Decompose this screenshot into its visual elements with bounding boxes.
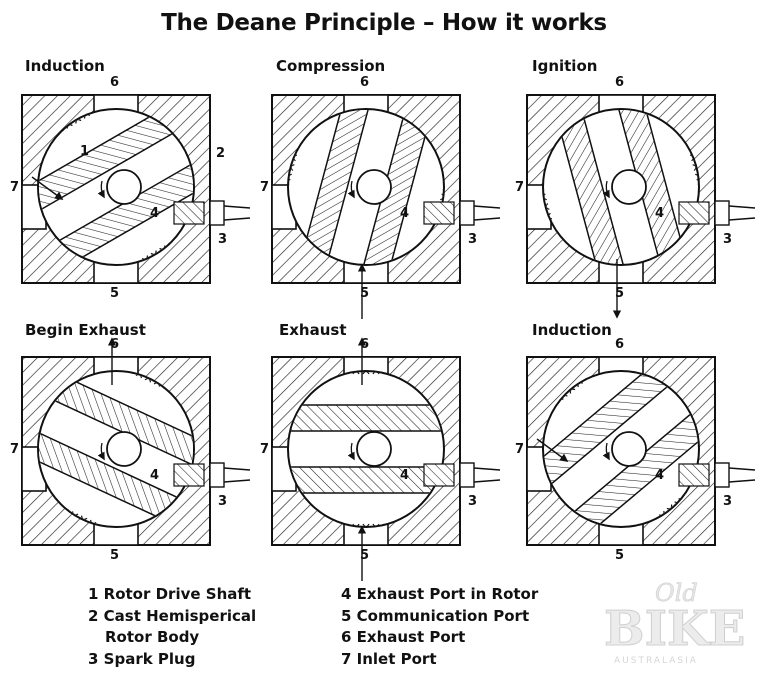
spark-plug-body: [728, 467, 756, 483]
legend-item-inlet-port: 7 Inlet Port: [341, 649, 437, 668]
rotor-wall-upper: [289, 404, 443, 432]
label-rotor-port-number: 4: [400, 206, 409, 221]
engine-panel-3: 6 5 7 3 4: [515, 75, 756, 319]
logo-text-bike: BIKE: [604, 601, 745, 657]
page-title: The Deane Principle – How it works: [161, 10, 607, 36]
rotor-seal: [352, 523, 360, 526]
spark-plug-thread: [678, 201, 710, 225]
panel-label-induction-2: Induction: [532, 321, 612, 339]
spark-plug-body: [223, 205, 251, 221]
label-rotor-port-number: 4: [655, 468, 664, 483]
label-inlet-port-number: 7: [260, 442, 269, 457]
panel-label-compression: Compression: [276, 57, 386, 75]
legend-item-communication-port: 5 Communication Port: [341, 606, 530, 625]
legend-right: 4 Exhaust Port in Rotor 5 Communication …: [341, 584, 538, 670]
label-spark-plug-number: 3: [723, 232, 732, 247]
rotor-drive-shaft: [356, 431, 392, 467]
spark-plug-hex: [459, 462, 475, 488]
rotation-arrow: [97, 180, 105, 199]
engine-panel-1: 6 5 7 3 4 1 2: [10, 75, 251, 301]
engine-panel-2: 6 5 7 3 4: [260, 75, 501, 319]
spark-plug-thread: [423, 201, 455, 225]
rotor-seal: [352, 372, 360, 375]
rotation-arrow: [602, 442, 610, 461]
legend-item-cast-hemisperical: 2 Cast Hemisperical: [88, 606, 257, 625]
label-communication-port-number: 5: [360, 548, 369, 563]
panel-label-exhaust: Exhaust: [279, 321, 347, 339]
label-rotor-port-number: 4: [655, 206, 664, 221]
label-exhaust-port-number: 6: [615, 75, 624, 90]
rotor-drive-shaft: [356, 169, 392, 205]
rotation-arrow: [97, 442, 105, 461]
rotation-arrow: [347, 180, 355, 199]
rotor-seal: [362, 523, 370, 526]
flow-arrow-inlet: [31, 176, 64, 200]
logo-text-old: Old: [655, 579, 698, 607]
spark-plug-hex: [209, 462, 225, 488]
rotation-arrow: [347, 442, 355, 461]
label-spark-plug-number: 3: [723, 494, 732, 509]
label-communication-port-number: 5: [615, 548, 624, 563]
spark-plug-hex: [209, 200, 225, 226]
label-inlet-port-number: 7: [515, 442, 524, 457]
label-exhaust-port-number: 6: [360, 75, 369, 90]
spark-plug-body: [473, 205, 501, 221]
label-rotor-port-number: 4: [150, 206, 159, 221]
rotor-drive-shaft: [106, 169, 142, 205]
label-inlet-port-number: 7: [515, 180, 524, 195]
rotor-seal: [372, 372, 380, 375]
label-spark-plug-number: 3: [218, 494, 227, 509]
label-spark-plug-number: 3: [218, 232, 227, 247]
legend-left: 1 Rotor Drive Shaft 2 Cast Hemisperical …: [88, 584, 256, 670]
logo-text-australasia: AUSTRALASIA: [614, 656, 698, 666]
rotor-seal: [372, 523, 380, 526]
label-spark-plug-number: 3: [468, 232, 477, 247]
rotor-band: [289, 372, 443, 526]
label-rotor-port-number: 4: [400, 468, 409, 483]
label-exhaust-port-number: 6: [615, 337, 624, 352]
spark-plug-thread: [423, 463, 455, 487]
label-communication-port-number: 5: [360, 286, 369, 301]
spark-plug-thread: [173, 463, 205, 487]
spark-plug-body: [728, 205, 756, 221]
spark-plug-hex: [714, 462, 730, 488]
legend-item-spark-plug: 3 Spark Plug: [88, 649, 196, 668]
engine-panel-6: 6 5 7 3 4: [515, 337, 756, 563]
old-bike-logo: Old BIKE AUSTRALASIA: [604, 579, 746, 666]
legend-item-rotor-drive-shaft: 1 Rotor Drive Shaft: [88, 585, 252, 603]
rotor-wall-lower: [289, 466, 443, 494]
spark-plug-thread: [678, 463, 710, 487]
rotor-seal: [362, 372, 370, 375]
legend-item-exhaust-port: 6 Exhaust Port: [341, 628, 466, 646]
label-rotor-port-number: 4: [150, 468, 159, 483]
label-inlet-port-number: 7: [10, 442, 19, 457]
label-communication-port-number: 5: [110, 286, 119, 301]
panel-label-begin-exhaust: Begin Exhaust: [25, 321, 146, 339]
panel-label-ignition: Ignition: [532, 57, 598, 75]
label-drive-shaft-number: 1: [80, 144, 89, 159]
flow-arrow-inlet: [536, 438, 569, 462]
rotor-drive-shaft: [611, 169, 647, 205]
spark-plug-hex: [714, 200, 730, 226]
panel-label-induction-1: Induction: [25, 57, 105, 75]
legend-item-exhaust-port-in-rotor: 4 Exhaust Port in Rotor: [341, 585, 539, 603]
label-inlet-port-number: 7: [10, 180, 19, 195]
rotor-drive-shaft: [106, 431, 142, 467]
label-inlet-port-number: 7: [260, 180, 269, 195]
legend-item-rotor-body: Rotor Body: [105, 628, 200, 646]
spark-plug-body: [473, 467, 501, 483]
spark-plug-thread: [173, 201, 205, 225]
rotor-drive-shaft: [611, 431, 647, 467]
label-spark-plug-number: 3: [468, 494, 477, 509]
spark-plug-body: [223, 467, 251, 483]
rotation-arrow: [602, 180, 610, 199]
label-communication-port-number: 5: [615, 286, 624, 301]
label-communication-port-number: 5: [110, 548, 119, 563]
label-exhaust-port-number: 6: [110, 75, 119, 90]
spark-plug-hex: [459, 200, 475, 226]
label-rotor-body-number: 2: [216, 146, 225, 161]
